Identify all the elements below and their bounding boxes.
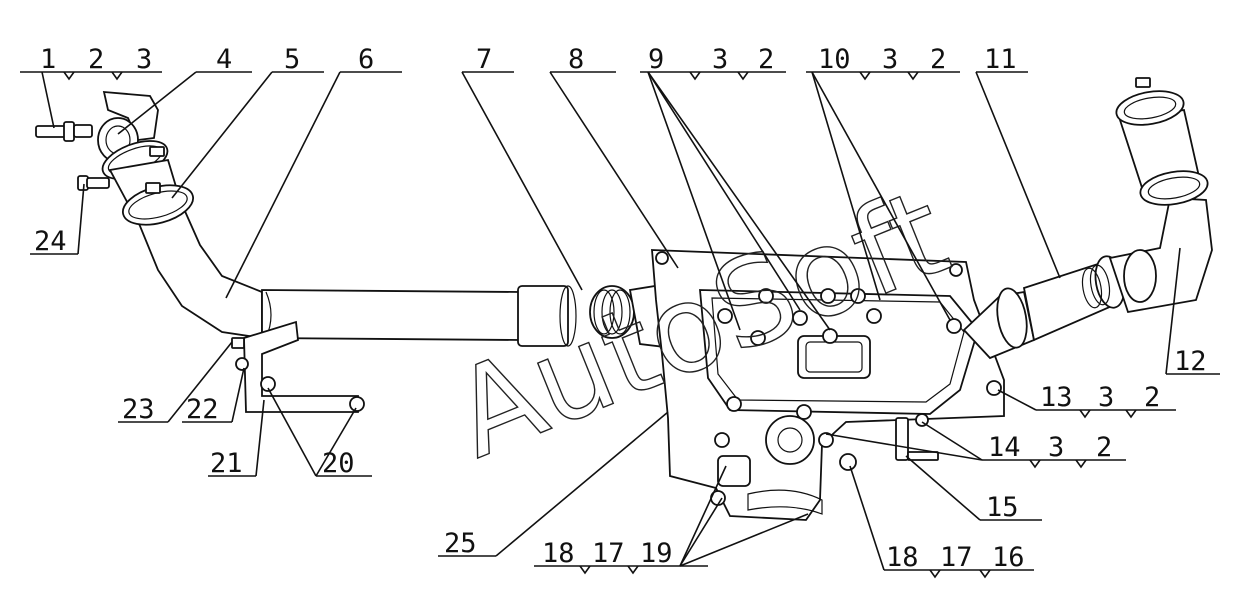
right-outlet-pipe (962, 77, 1213, 360)
callout-9-ref-2: 2 (758, 44, 774, 75)
callout-10-ref-2: 2 (930, 44, 946, 75)
callout-18-left-ref-1: 17 (592, 538, 625, 569)
callout-20: 20 (322, 448, 355, 479)
callout-1-main: 1 (40, 44, 56, 75)
oil-cooler-housing (651, 249, 1005, 521)
callout-14-main: 14 (988, 432, 1021, 463)
callout-9-ref-1: 3 (712, 44, 728, 75)
callout-11: 11 (984, 44, 1017, 75)
callout-1-ref-1: 2 (88, 44, 104, 75)
callout-22: 22 (186, 394, 219, 425)
callout-6: 6 (358, 44, 374, 75)
callout-10-ref-1: 3 (882, 44, 898, 75)
callout-23: 23 (122, 394, 155, 425)
callout-4: 4 (216, 44, 232, 75)
callout-18-right-ref-1: 17 (940, 542, 973, 573)
leader-lines (20, 71, 1220, 579)
callout-14-ref-1: 3 (1048, 432, 1064, 463)
callout-12: 12 (1174, 346, 1207, 377)
callout-13-main: 13 (1040, 382, 1073, 413)
callout-14-ref-2: 2 (1096, 432, 1112, 463)
callout-13-ref-1: 3 (1098, 382, 1114, 413)
bolt-1 (35, 121, 93, 142)
callout-7: 7 (476, 44, 492, 75)
callout-8: 8 (568, 44, 584, 75)
bolt-24 (77, 175, 110, 191)
callout-labels: 1 2 3 4 5 6 7 8 9 3 2 10 3 2 11 12 13 3 … (34, 44, 1207, 573)
callout-13-ref-2: 2 (1144, 382, 1160, 413)
callout-1-ref-2: 3 (136, 44, 152, 75)
callout-18-right-main: 18 (886, 542, 919, 573)
left-inlet-pipe (35, 90, 707, 351)
callout-21: 21 (210, 448, 243, 479)
support-bracket (231, 320, 365, 413)
callout-5: 5 (284, 44, 300, 75)
callout-18-right-ref-2: 16 (992, 542, 1025, 573)
callout-9-main: 9 (648, 44, 664, 75)
parts-drawing (35, 77, 1213, 521)
callout-10-main: 10 (818, 44, 851, 75)
callout-18-left-main: 18 (542, 538, 575, 569)
callout-24: 24 (34, 226, 67, 257)
callout-15: 15 (986, 492, 1019, 523)
callout-18-left-ref-2: 19 (640, 538, 673, 569)
callout-25: 25 (444, 528, 477, 559)
